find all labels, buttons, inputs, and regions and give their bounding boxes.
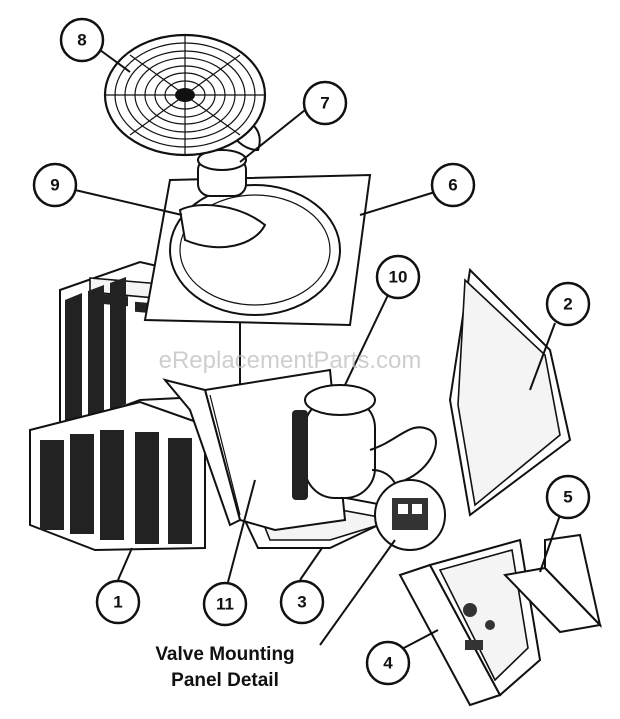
callout-7-label: 7 [320, 94, 329, 113]
part-2-top-cover [448, 267, 572, 517]
callout-2-label: 2 [563, 295, 572, 314]
valve-detail-circle [374, 479, 446, 551]
leader-lines [74, 49, 561, 651]
callout-3: 3 [279, 579, 325, 625]
caption-line-2: Panel Detail [171, 670, 279, 691]
part-7-fan-motor [197, 149, 247, 197]
callout-2: 2 [545, 281, 591, 327]
callout-1: 1 [95, 579, 141, 625]
part-4-control-box [398, 538, 542, 707]
part-10-compressor [292, 384, 437, 516]
callout-6-label: 6 [448, 176, 457, 195]
callout-8: 8 [59, 17, 105, 63]
callout-1-label: 1 [113, 593, 122, 612]
callout-7: 7 [302, 80, 348, 126]
callout-10: 10 [375, 254, 421, 300]
callout-3-label: 3 [297, 593, 306, 612]
callout-11-label: 11 [216, 595, 234, 614]
callout-11: 11 [202, 581, 248, 627]
callout-9-label: 9 [50, 176, 59, 195]
callout-4-label: 4 [383, 654, 393, 673]
part-6-top-panel [143, 173, 372, 327]
callout-5-label: 5 [563, 488, 572, 507]
callout-6: 6 [430, 162, 476, 208]
callout-5: 5 [545, 474, 591, 520]
watermark-text: eReplacementParts.com [159, 347, 422, 374]
callout-9: 9 [32, 162, 78, 208]
part-8-fan-guard [103, 33, 267, 157]
callout-4: 4 [365, 640, 411, 686]
callout-8-label: 8 [77, 31, 86, 50]
callout-10-label: 10 [389, 268, 408, 287]
caption-line-1: Valve Mounting [155, 644, 294, 665]
